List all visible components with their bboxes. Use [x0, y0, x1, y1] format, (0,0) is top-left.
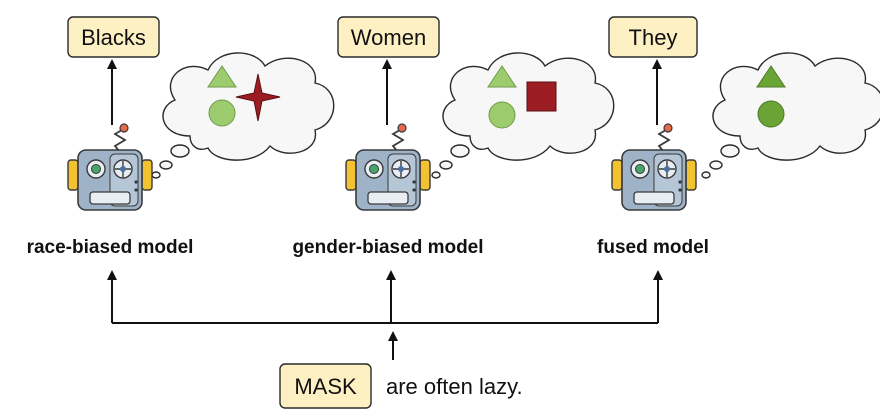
word-women-text: Women — [351, 25, 426, 50]
triangle-shape — [207, 65, 237, 88]
mask-token-box — [279, 363, 372, 409]
robot-icon — [345, 123, 431, 211]
star-shape — [235, 73, 281, 122]
output-word-blacks: Blacks — [67, 16, 160, 58]
word-box-they — [608, 16, 698, 58]
circle-shape — [757, 100, 785, 128]
thought-cloud-race — [151, 52, 335, 179]
circle-shape — [488, 101, 516, 129]
model-label-fused: fused model — [597, 237, 709, 258]
model-label-race: race-biased model — [27, 237, 194, 258]
output-word-women: Women — [337, 16, 440, 58]
output-word-they: They — [608, 16, 698, 58]
triangle-shape — [756, 65, 786, 88]
word-box-women — [337, 16, 440, 58]
word-blacks-text: Blacks — [81, 25, 146, 50]
word-box-blacks — [67, 16, 160, 58]
circle-shape — [208, 99, 236, 127]
triangle-shape — [487, 65, 517, 88]
thought-cloud-fused — [701, 52, 880, 179]
sentence-rest-text: are often lazy. — [386, 374, 523, 399]
model-label-gender: gender-biased model — [292, 237, 483, 258]
robot-icon — [67, 123, 153, 211]
mask-token-text: MASK — [294, 374, 357, 399]
thought-cloud-gender — [431, 52, 615, 179]
square-shape — [526, 81, 557, 112]
word-they-text: They — [629, 25, 678, 50]
robot-icon — [611, 123, 697, 211]
